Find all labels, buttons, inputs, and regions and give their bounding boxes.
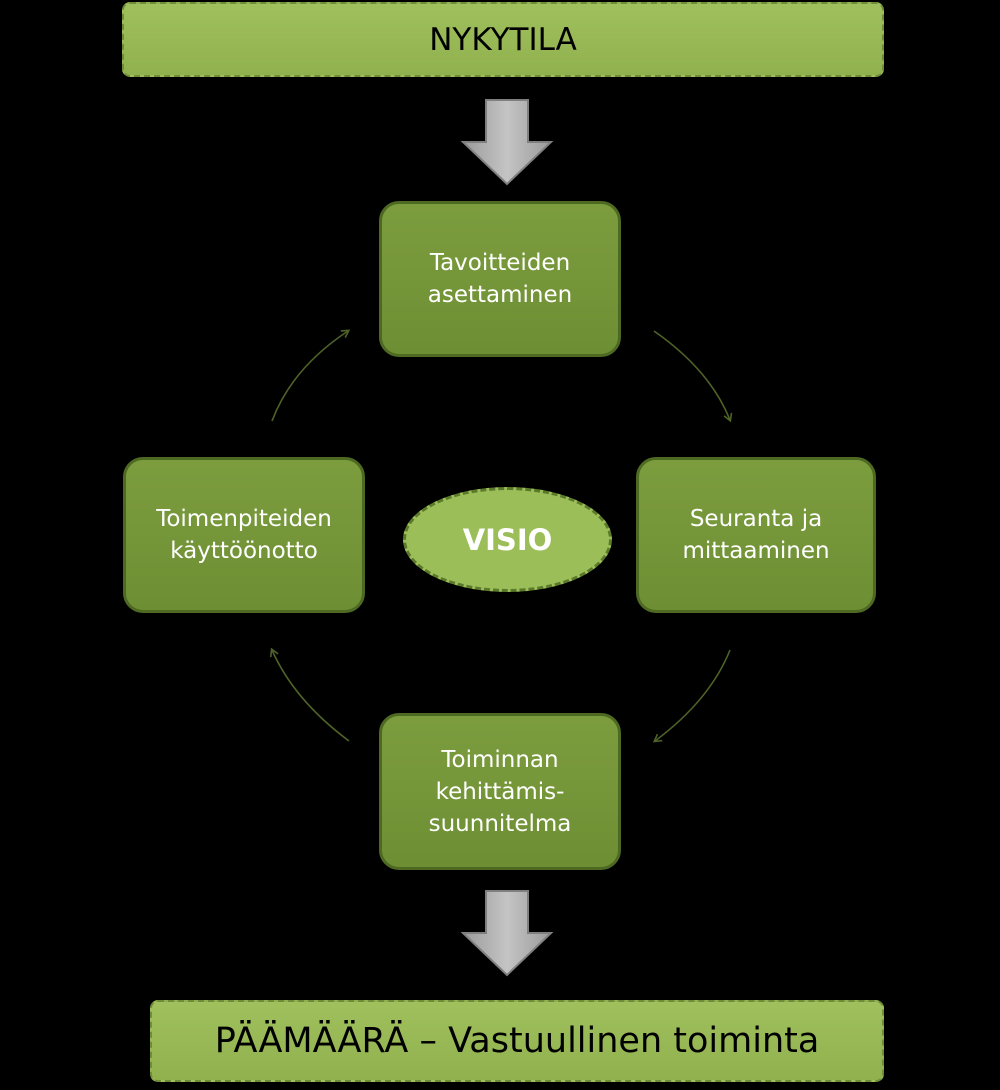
step-monitoring-line1: Seuranta ja [689,506,823,532]
current-state-label: NYKYTILA [429,21,577,58]
step-box-development-plan: Toiminnan kehittämis- suunnitelma [379,713,621,870]
goal-label: PÄÄMÄÄRÄ – Vastuullinen toiminta [214,1021,820,1061]
step-monitoring-line2: mittaaminen [682,538,830,564]
cycle-arrow-top-left-icon [271,329,351,422]
down-arrow-top-icon [460,99,554,186]
step-implementation-line2: käyttöönotto [170,538,318,564]
current-state-banner: NYKYTILA [122,2,884,77]
cycle-arrow-top-right-icon [653,330,733,423]
step-box-monitoring: Seuranta ja mittaaminen [636,457,876,613]
step-box-implementation: Toimenpiteiden käyttöönotto [123,457,365,613]
vision-ellipse: VISIO [403,487,612,592]
goal-banner: PÄÄMÄÄRÄ – Vastuullinen toiminta [150,1000,884,1082]
cycle-arrow-bottom-right-icon [652,649,731,743]
step-goal-setting-line1: Tavoitteiden [429,250,571,276]
step-development-plan-line1: Toiminnan [441,746,559,773]
step-development-plan-line3: suunnitelma [428,810,572,837]
step-implementation-line1: Toimenpiteiden [156,506,332,532]
step-goal-setting-line2: asettaminen [427,282,573,308]
vision-label: VISIO [462,522,553,557]
step-box-goal-setting: Tavoitteiden asettaminen [379,201,621,357]
cycle-arrow-bottom-left-icon [269,647,350,742]
down-arrow-bottom-icon [460,890,554,977]
step-development-plan-line2: kehittämis- [435,778,565,805]
